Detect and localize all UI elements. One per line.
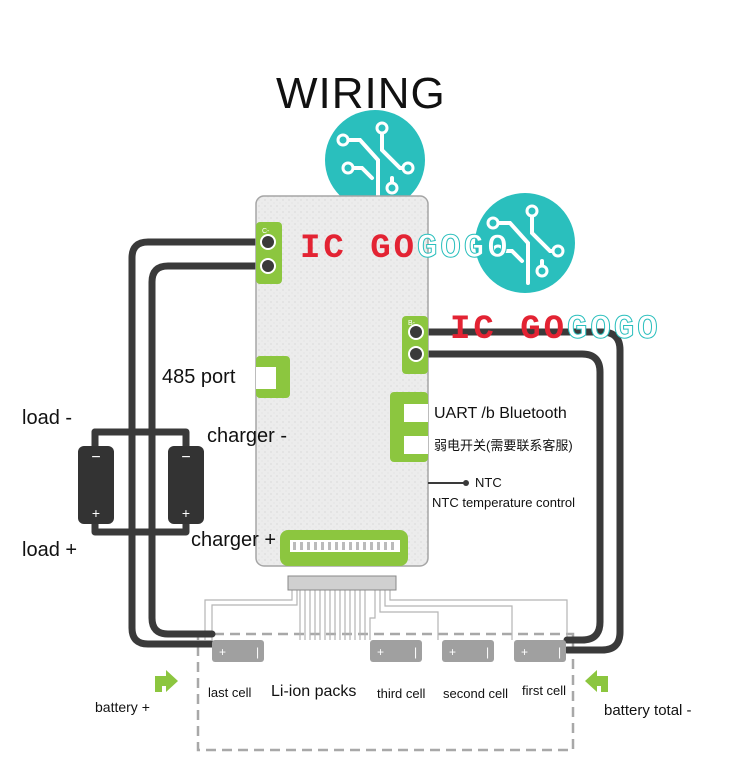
load-plus-sign: +: [182, 505, 190, 521]
cell-minus-sign: |: [558, 645, 561, 659]
load-battery-icon: − +: [78, 446, 114, 524]
circuit-logo-icon: [475, 193, 575, 293]
ntc-desc-label: NTC temperature control: [432, 495, 576, 510]
third-cell-label: third cell: [377, 686, 426, 701]
load-minus-sign: −: [181, 449, 190, 466]
brand-part-1: IC: [450, 311, 521, 349]
load-plus-sign: +: [92, 505, 100, 521]
cell-minus-sign: |: [486, 645, 489, 659]
cell-third: + |: [370, 640, 422, 662]
arrow-up-icon: [155, 670, 178, 692]
charger-plus-label: charger +: [191, 529, 277, 551]
cell-last: + |: [212, 640, 264, 662]
balance-harness: [287, 575, 397, 591]
load-minus-label: load -: [22, 407, 73, 429]
switch-label: 弱电开关(需要联系客服): [434, 438, 573, 453]
brand-part-3: GOGO: [567, 311, 661, 349]
battery-plus-label: battery +: [95, 699, 150, 715]
cell-plus-sign: +: [377, 645, 384, 659]
load-minus-sign: −: [91, 449, 100, 466]
brand-part-3: GOGO: [417, 230, 511, 268]
second-cell-label: second cell: [443, 686, 509, 701]
brand-logo: IC GOGOGO: [450, 311, 661, 349]
balance-wires: [204, 588, 568, 640]
balance-connector: [280, 530, 408, 566]
battery-pack-outline: [196, 632, 575, 752]
brand-logo: IC GOGOGO: [300, 230, 511, 268]
charger-terminal-pad: C-: [256, 222, 282, 284]
brand-part-2: GO: [520, 311, 568, 349]
charger-minus-label: charger -: [207, 425, 288, 447]
circuit-logo-icon: [325, 110, 425, 210]
c-minus-mark: C-: [262, 228, 270, 235]
uart-connector: [390, 392, 428, 462]
cell-plus-sign: +: [449, 645, 456, 659]
cell-plus-sign: +: [219, 645, 226, 659]
brand-part-1: IC: [300, 230, 371, 268]
b-minus-mark: B-: [408, 320, 416, 327]
cell-plus-sign: +: [521, 645, 528, 659]
li-ion-label: Li-ion packs: [271, 683, 357, 700]
battery-terminal-pad: B-: [402, 316, 428, 374]
uart-label: UART /b Bluetooth: [434, 405, 567, 422]
ntc-probe: [463, 480, 469, 486]
cell-minus-sign: |: [414, 645, 417, 659]
last-cell-label: last cell: [208, 685, 252, 700]
power-wires: [91, 238, 624, 654]
page-title: WIRING: [276, 69, 446, 118]
brand-part-2: GO: [370, 230, 418, 268]
ntc-label: NTC: [475, 475, 502, 490]
cell-first: + |: [514, 640, 566, 662]
cell-minus-sign: |: [256, 645, 259, 659]
load-battery-icon: − +: [168, 446, 204, 524]
load-plus-label: load +: [22, 539, 78, 561]
port-485-connector: [256, 356, 290, 398]
arrow-up-icon: [585, 670, 608, 692]
port-485-label: 485 port: [162, 366, 236, 388]
cell-second: + |: [442, 640, 494, 662]
first-cell-label: first cell: [522, 683, 567, 698]
battery-total-minus-label: battery total -: [604, 702, 692, 719]
